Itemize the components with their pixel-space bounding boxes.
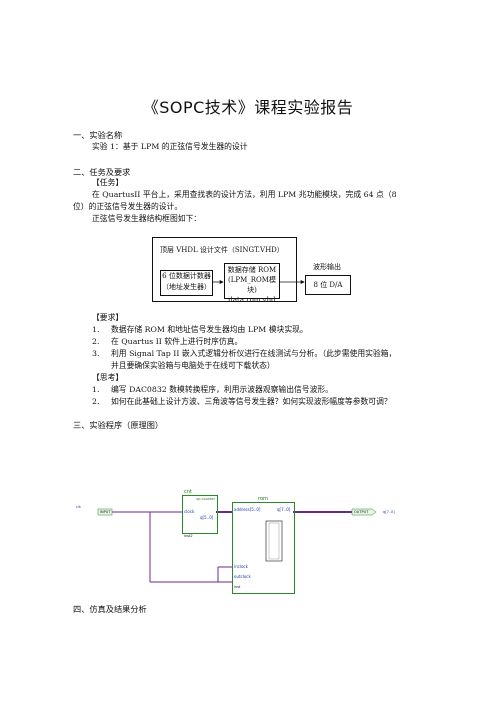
rom-label-2: (LPM_ROM模块) <box>228 276 276 294</box>
rom-label-1: 数据存储 ROM <box>227 266 277 274</box>
rom-address-port: address[5..0] <box>234 507 261 512</box>
output-pin-name: q[7..0] <box>383 510 395 514</box>
requirement-2-text: 在 Quartus II 软件上进行时序仿真。 <box>111 337 243 346</box>
task-label: 【任务】 <box>92 178 124 187</box>
rom-schematic-block <box>232 502 295 594</box>
counter-q-port: q[5..0] <box>200 515 214 520</box>
requirements-label: 【要求】 <box>92 313 124 322</box>
input-pin-tag: INPUT <box>100 510 111 514</box>
counter-instance: inst2 <box>184 534 193 538</box>
thinking-1-num: 1. <box>92 385 100 394</box>
output-label: 波形输出 <box>313 263 341 271</box>
rom-q-port: q[7..0] <box>277 507 291 512</box>
experiment-name: 实验 1：基于 LPM 的正弦信号发生器的设计 <box>92 142 248 151</box>
rom-label-3: data rom.vhd <box>228 296 276 304</box>
rom-block: 数据存储 ROM (LPM_ROM模块) data rom.vhd <box>224 263 280 304</box>
output-pin-shape <box>351 508 377 516</box>
rom-outclock-port: outclock <box>234 574 251 579</box>
rom-inclock-port: inclock <box>234 564 248 569</box>
thinking-2-text: 如何在此基础上设计方波、三角波等信号发生器？如何实现波形幅度等参数可调？ <box>111 397 392 406</box>
requirement-3-num: 3. <box>92 349 100 358</box>
counter-label-1: 6 位数据计数器 <box>162 272 211 280</box>
counter-label-2: （地址发生器） <box>162 283 211 291</box>
rom-inner-symbol <box>265 520 283 562</box>
output-pin-tag: OUTPUT <box>354 510 369 514</box>
section-heading-name: 一、实验名称 <box>73 130 123 140</box>
counter-subtitle: up counter <box>196 497 216 501</box>
input-pin-name: clk <box>76 505 81 509</box>
top-level-label: 顶层 VHDL 设计文件（SINGT.VHD） <box>160 246 284 254</box>
rom-schematic-title: rom <box>258 496 268 502</box>
requirement-3-text: 利用 Signal Tap II 嵌入式逻辑分析仪进行在线测试与分析。（此步需使… <box>111 349 397 358</box>
page-title: 《SOPC技术》课程实验报告 <box>142 98 354 117</box>
counter-title: cnt <box>184 489 192 495</box>
thinking-label: 【思考】 <box>92 373 124 382</box>
task-text-line3: 正弦信号发生器结构框图如下： <box>92 214 202 223</box>
section-heading-task: 二、任务及要求 <box>73 167 131 177</box>
task-text-line2: 位）的正弦信号发生器的设计。 <box>73 202 183 211</box>
thinking-2-num: 2. <box>92 397 100 406</box>
address-counter-block: 6 位数据计数器 （地址发生器） <box>160 270 213 296</box>
requirement-2-num: 2. <box>92 337 100 346</box>
thinking-1-text: 编写 DAC0832 数模转换程序，利用示波器观察输出信号波形。 <box>111 385 333 394</box>
counter-block <box>182 495 218 534</box>
counter-clock-port: clock <box>184 509 195 514</box>
requirement-1-num: 1. <box>92 325 100 334</box>
requirement-3-continued: 并且要确保实验箱与电脑处于在线可下载状态） <box>111 361 275 370</box>
task-text-line1: 在 QuartusII 平台上，采用查找表的设计方法，利用 LPM 兆功能模块，… <box>92 190 397 199</box>
rom-instance: inst <box>234 585 241 589</box>
da-block: 8 位 D/A <box>305 275 351 295</box>
requirement-1-text: 数据存储 ROM 和地址信号发生器均由 LPM 模块实现。 <box>111 325 308 334</box>
section-heading-program: 三、实验程序（原理图） <box>73 420 164 430</box>
section-heading-simulation: 四、仿真及结果分析 <box>73 604 147 614</box>
rom-inner-frame <box>268 522 280 560</box>
